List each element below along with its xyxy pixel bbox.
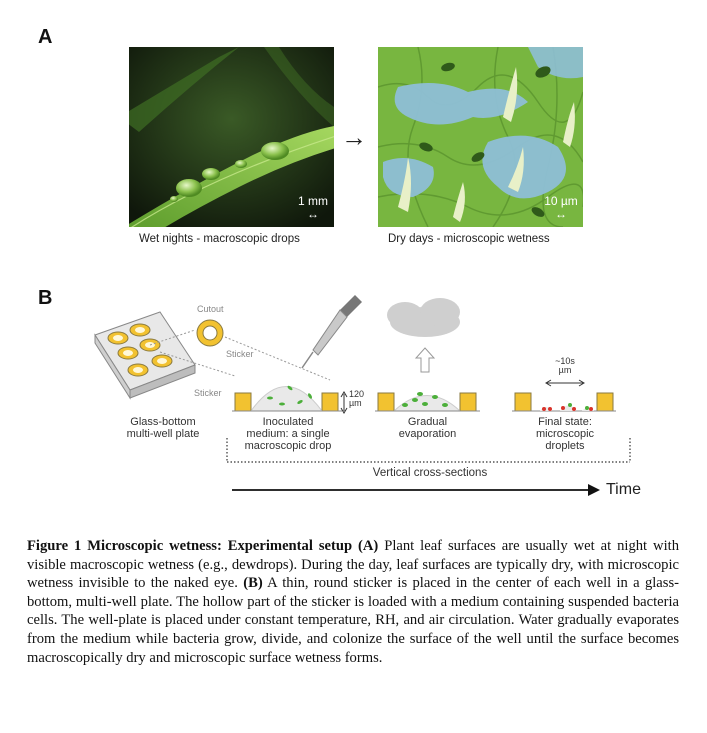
inoculated-line-2: medium: a single bbox=[246, 428, 330, 440]
inoculated-label: Inoculated medium: a single macroscopic … bbox=[228, 416, 348, 452]
height-label-value: 120 bbox=[349, 389, 365, 399]
evaporation-line-2: evaporation bbox=[398, 428, 457, 440]
pipette-icon bbox=[301, 295, 362, 369]
panel-a-letter: A bbox=[38, 26, 53, 48]
cross-section-final bbox=[512, 392, 616, 412]
plate-label: Glass-bottom multi-well plate bbox=[98, 416, 228, 440]
evaporation-label: Gradual evaporation bbox=[375, 416, 480, 440]
droplet-size-value: ~10s bbox=[555, 356, 575, 366]
cutout-label: Cutout bbox=[197, 304, 224, 314]
setup-schematic bbox=[94, 295, 631, 496]
time-arrow bbox=[232, 484, 600, 496]
inoculated-line-1: Inoculated bbox=[262, 416, 314, 428]
height-label-unit: µm bbox=[349, 398, 362, 408]
right-scale-bar: 10 µm ↔ bbox=[537, 195, 585, 221]
leaf-drops-image bbox=[129, 47, 334, 227]
sticker-top-label: Sticker bbox=[226, 349, 254, 359]
sticker-left-label: Sticker bbox=[194, 388, 222, 398]
plate-label-line-2: multi-well plate bbox=[126, 428, 200, 440]
left-scale-bar: 1 mm ↔ bbox=[289, 195, 337, 221]
figure-caption-label-b: (B) bbox=[243, 575, 263, 592]
droplet-size-label: ~10s µm bbox=[545, 357, 585, 375]
left-photo-caption: Wet nights - macroscopic drops bbox=[139, 233, 300, 245]
panel-b-letter: B bbox=[38, 287, 53, 309]
evaporation-line-1: Gradual bbox=[407, 416, 448, 428]
figure-caption-text-b: A thin, round sticker is placed in the c… bbox=[27, 575, 679, 666]
inoculated-line-3: macroscopic drop bbox=[244, 440, 332, 452]
final-state-label: Final state: microscopic droplets bbox=[515, 416, 615, 452]
right-photo-caption: Dry days - microscopic wetness bbox=[388, 233, 550, 245]
arrow-right-icon: → bbox=[341, 122, 367, 152]
right-scale-label: 10 µm bbox=[544, 194, 578, 208]
left-scale-label: 1 mm bbox=[298, 194, 328, 208]
droplet-size-unit: µm bbox=[558, 365, 572, 375]
time-label: Time bbox=[606, 481, 641, 498]
cross-section-evaporation bbox=[375, 392, 480, 412]
figure-caption-label: Figure 1 Microscopic wetness: Experiment… bbox=[27, 538, 379, 554]
plate-label-line-1: Glass-bottom bbox=[130, 416, 196, 428]
figure-caption: Figure 1 Microscopic wetness: Experiment… bbox=[27, 537, 679, 667]
final-state-line-1: Final state: bbox=[538, 416, 592, 428]
cross-section-inoculated bbox=[232, 385, 342, 412]
figure-caption-text-a: Plant leaf surfaces are usually wet at n… bbox=[27, 538, 679, 592]
right-scale-arrow: ↔ bbox=[555, 207, 567, 221]
left-scale-arrow: ↔ bbox=[307, 207, 319, 221]
cloud-icon bbox=[387, 298, 460, 337]
cross-sections-label: Vertical cross-sections bbox=[372, 467, 488, 479]
multi-well-plate bbox=[94, 311, 196, 400]
microscopic-wetness-image bbox=[378, 47, 583, 227]
height-label: 120 µm bbox=[349, 390, 364, 408]
final-state-line-2: microscopic bbox=[535, 428, 595, 440]
final-state-line-3: droplets bbox=[545, 440, 585, 452]
